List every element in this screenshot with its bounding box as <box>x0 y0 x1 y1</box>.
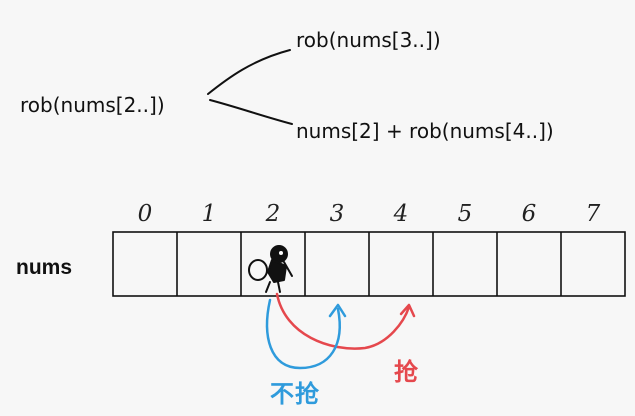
array-grid <box>112 231 626 297</box>
index-0: 0 <box>137 201 153 227</box>
branch-line-skip <box>207 49 291 95</box>
take-arrow-head <box>399 303 416 318</box>
take-label: 抢 <box>394 358 419 386</box>
index-7: 7 <box>585 201 601 227</box>
index-5: 5 <box>457 201 473 227</box>
index-6: 6 <box>521 201 537 227</box>
take-branch-call: nums[2] + rob(nums[4..]) <box>296 119 554 143</box>
array-label: nums <box>16 256 73 279</box>
index-1: 1 <box>201 201 217 227</box>
robber-icon <box>248 245 293 293</box>
root-call: rob(nums[2..]) <box>20 93 165 117</box>
index-2: 2 <box>265 201 281 227</box>
index-3: 3 <box>329 201 345 227</box>
skip-label: 不抢 <box>270 380 320 408</box>
skip-arrow <box>265 298 341 370</box>
skip-arrow-head <box>328 303 347 318</box>
skip-branch-call: rob(nums[3..]) <box>296 28 441 52</box>
branch-line-take <box>209 99 293 125</box>
index-4: 4 <box>393 201 409 227</box>
take-arrow <box>275 292 411 350</box>
